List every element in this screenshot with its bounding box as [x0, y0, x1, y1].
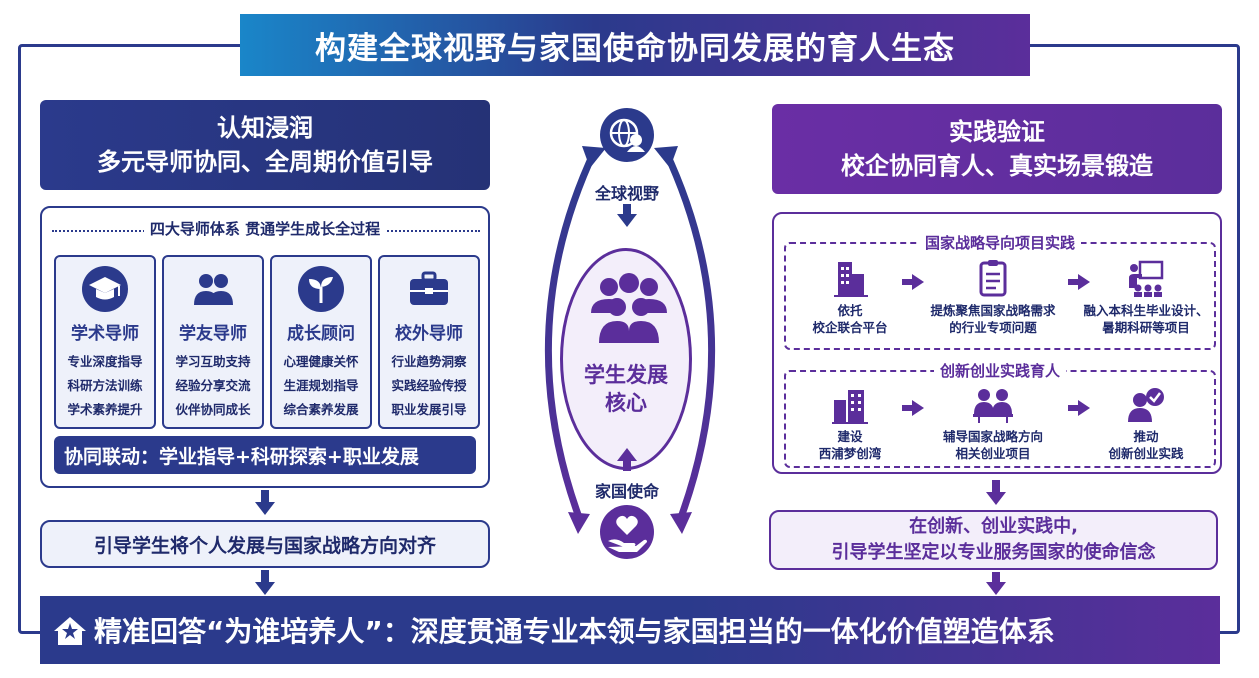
cycle-arrows: [544, 146, 716, 534]
practice-panel: 国家战略导向项目实践 依托 校企联合平台 提炼聚焦国家战略需求: [772, 212, 1222, 474]
right-heading-subtitle: 校企协同育人、真实场景锻造: [841, 152, 1153, 180]
arrow-right-icon: [902, 400, 924, 416]
heart-hand-icon: [600, 505, 654, 559]
strategy-project-section: 国家战略导向项目实践 依托 校企联合平台 提炼聚焦国家战略需求: [784, 234, 1216, 350]
briefcase-icon: [410, 271, 448, 305]
mentor-item: 学习互助支持: [175, 354, 251, 369]
mentor-card-external: 校外导师 行业趋势洞察 实践经验传授 职业发展引导: [378, 255, 480, 429]
mentor-item: 职业发展引导: [391, 402, 467, 417]
mentor-item: 实践经验传授: [391, 378, 467, 393]
collaboration-linkage-bar: 协同联动：学业指导+科研探索+职业发展: [54, 436, 476, 474]
conclusion-text: 精准回答“为谁培养人”：深度贯通专业本领与家国担当的一体化价值塑造体系: [94, 615, 1055, 648]
mentor-system-panel: 四大导师体系 贯通学生成长全过程 学术导师 专业深度指导 科研方法训练 学术素养…: [40, 206, 490, 488]
mentor-name: 成长顾问: [287, 324, 355, 344]
building-icon: [834, 262, 868, 297]
mentor-item: 综合素养发展: [283, 402, 359, 417]
step-build-hub: 建设 西浦梦创湾: [800, 386, 900, 462]
arrow-down-icon: [617, 204, 637, 227]
arrow-right-icon: [1068, 274, 1090, 290]
arrow-up-icon: [617, 448, 637, 471]
mentoring-icon: [973, 389, 1013, 423]
arrow-down-icon: [986, 480, 1006, 505]
global-vision-label: 全球视野: [594, 184, 659, 203]
mentor-card-academic: 学术导师 专业深度指导 科研方法训练 学术素养提升: [54, 255, 156, 429]
page-title: 构建全球视野与家国使命协同发展的育人生态: [240, 14, 1030, 76]
mentor-item: 专业深度指导: [67, 354, 143, 369]
left-guidance-box: 引导学生将个人发展与国家战略方向对齐: [40, 520, 490, 568]
mentor-item: 心理健康关怀: [283, 354, 359, 369]
mentor-name: 校外导师: [395, 324, 463, 344]
step-platform: 依托 校企联合平台: [800, 258, 900, 336]
presentation-icon: [1129, 260, 1164, 297]
mentor-name: 学友导师: [179, 324, 247, 344]
mentor-name: 学术导师: [71, 324, 139, 344]
section-caption: 国家战略导向项目实践: [786, 232, 1214, 253]
national-mission-label: 家国使命: [594, 482, 659, 501]
group-icon: [591, 273, 667, 343]
city-icon: [832, 390, 868, 424]
conclusion-bar: 精准回答“为谁培养人”：深度贯通专业本领与家国担当的一体化价值塑造体系: [40, 596, 1220, 664]
person-check-icon: [1128, 388, 1164, 422]
graduation-cap-icon: [82, 266, 128, 312]
arrow-down-icon: [986, 572, 1006, 595]
sprout-icon: [298, 266, 344, 312]
left-heading-subtitle: 多元导师协同、全周期价值引导: [97, 148, 433, 176]
mentor-item: 生涯规划指导: [283, 378, 359, 393]
step-extract-problems: 提炼聚焦国家战略需求 的行业专项问题: [920, 258, 1066, 336]
student-core-oval: 学生发展 核心: [560, 248, 692, 470]
step-coach-startups: 辅导国家战略方向 相关创业项目: [920, 386, 1066, 462]
peers-icon: [194, 274, 233, 305]
innovation-entrepreneurship-section: 创新创业实践育人 建设 西浦梦创湾 辅导国家战略方向: [784, 362, 1216, 468]
mentor-item: 科研方法训练: [67, 378, 143, 393]
house-star-icon: [54, 617, 86, 645]
checklist-icon: [979, 260, 1007, 297]
arrow-down-icon: [255, 490, 275, 515]
arrow-down-icon: [255, 570, 275, 595]
arrow-right-icon: [902, 274, 924, 290]
mentor-item: 经验分享交流: [175, 378, 251, 393]
left-heading: 认知浸润 多元导师协同、全周期价值引导: [40, 100, 490, 190]
right-heading: 实践验证 校企协同育人、真实场景锻造: [772, 104, 1222, 194]
mentor-card-peer: 学友导师 学习互助支持 经验分享交流 伙伴协同成长: [162, 255, 264, 429]
globe-person-icon: [600, 108, 654, 162]
left-heading-title: 认知浸润: [217, 114, 313, 142]
mentor-item: 伙伴协同成长: [175, 402, 251, 417]
step-promote-practice: 推动 创新创业实践: [1076, 386, 1216, 462]
right-heading-title: 实践验证: [949, 118, 1045, 146]
section-caption: 创新创业实践育人: [786, 360, 1214, 381]
core-subtitle: 核心: [605, 391, 647, 415]
arrow-right-icon: [1068, 400, 1090, 416]
mentor-card-growth: 成长顾问 心理健康关怀 生涯规划指导 综合素养发展: [270, 255, 372, 429]
mentor-item: 行业趋势洞察: [391, 354, 467, 369]
step-integrate-projects: 融入本科生毕业设计、 暑期科研等项目: [1076, 258, 1216, 336]
right-guidance-box: 在创新、创业实践中, 引导学生坚定以专业服务国家的使命信念: [769, 510, 1218, 570]
mentor-item: 学术素养提升: [67, 402, 143, 417]
mentor-system-caption: 四大导师体系 贯通学生成长全过程: [42, 218, 488, 239]
core-title: 学生发展: [584, 363, 668, 387]
